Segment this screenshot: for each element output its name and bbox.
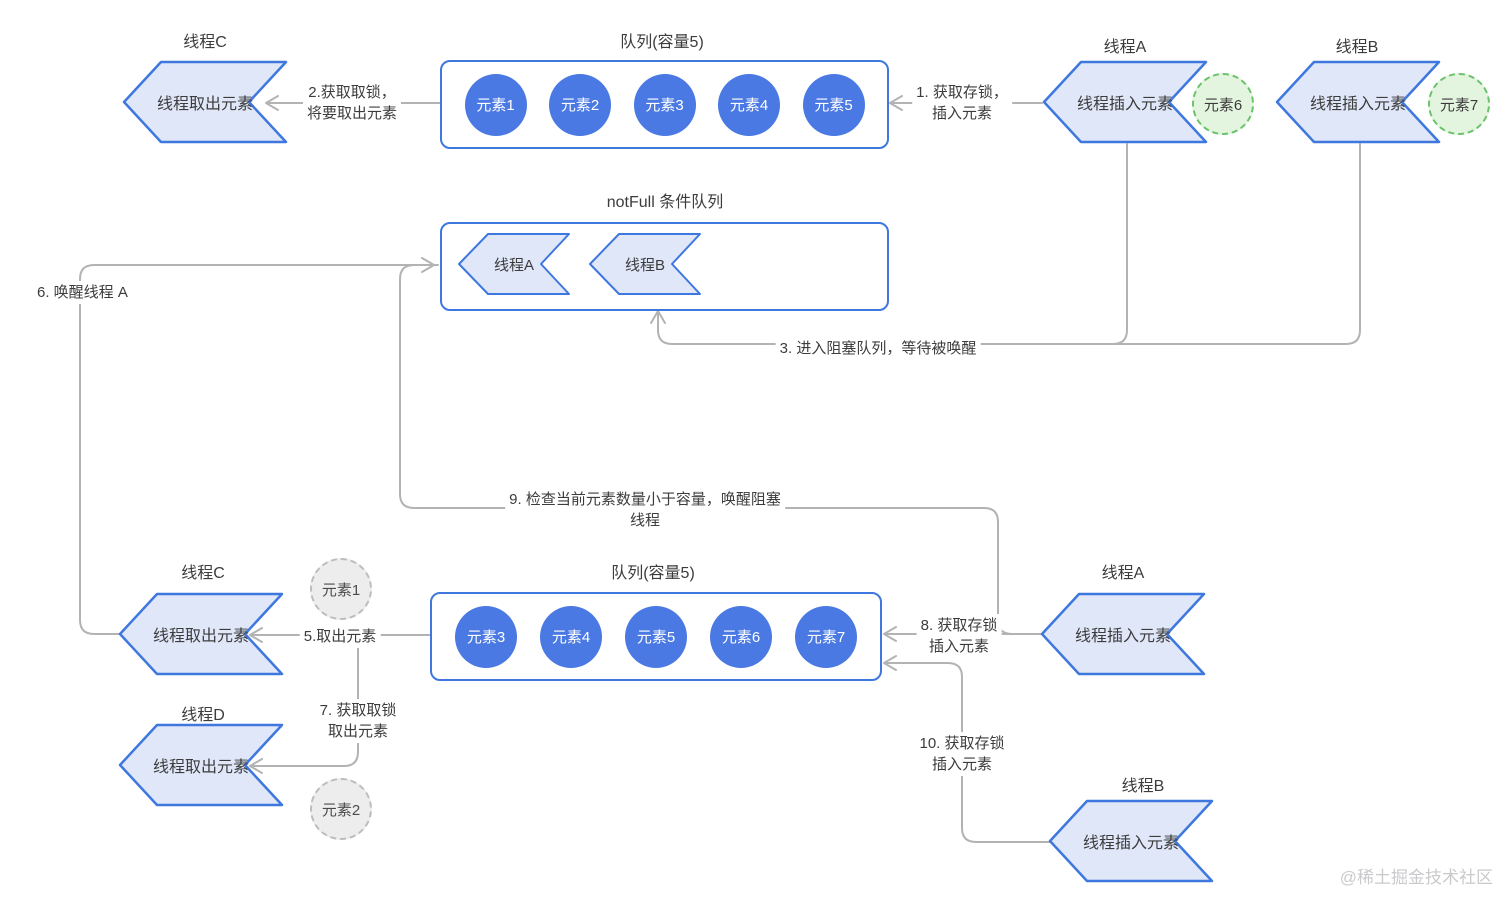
bottom-thread-c-label: 线程取出元素 bbox=[152, 628, 249, 645]
connector-step-6 bbox=[79, 264, 431, 635]
bottom-thread-c-shape: 线程取出元素 bbox=[118, 592, 284, 676]
top-thread-c-label: 线程取出元素 bbox=[156, 96, 253, 113]
watermark: @稀土掘金技术社区 bbox=[1339, 868, 1493, 887]
step-6-note: 6. 唤醒线程 A bbox=[33, 281, 132, 304]
pending-element-6: 元素6 bbox=[1192, 73, 1254, 135]
chevron-left-shape bbox=[458, 233, 570, 295]
chevron-left-shape bbox=[1048, 799, 1214, 883]
chevron-left-shape bbox=[122, 60, 288, 144]
queue-element: 元素5 bbox=[802, 73, 865, 136]
top-thread-c-title: 线程C bbox=[183, 34, 227, 51]
step-7-note: 7. 获取取锁 取出元素 bbox=[315, 699, 401, 743]
step-3-note: 3. 进入阻塞队列，等待被唤醒 bbox=[775, 337, 981, 360]
chevron-left-shape bbox=[118, 592, 284, 676]
queue-element: 元素5 bbox=[625, 605, 687, 668]
chevron-left-shape bbox=[1042, 60, 1208, 144]
queue-element: 元素7 bbox=[795, 605, 857, 668]
bottom-queue-box: 元素3 元素4 元素5 元素6 元素7 bbox=[430, 592, 882, 681]
queue-element: 元素3 bbox=[455, 605, 517, 668]
step-2-note: 2.获取取锁， 将要取出元素 bbox=[302, 81, 402, 125]
thread-d-shape: 线程取出元素 bbox=[118, 723, 284, 807]
queue-element: 元素1 bbox=[464, 73, 527, 136]
step-8-note: 8. 获取存锁 插入元素 bbox=[916, 614, 1002, 658]
chevron-left-shape bbox=[1040, 592, 1206, 676]
bottom-queue-title: 队列(容量5) bbox=[611, 565, 695, 582]
thread-d-label: 线程取出元素 bbox=[152, 759, 249, 776]
removed-element-1: 元素1 bbox=[310, 558, 372, 620]
top-thread-c-shape: 线程取出元素 bbox=[122, 60, 288, 144]
queue-element: 元素4 bbox=[718, 73, 780, 136]
notfull-thread-b-shape: 线程B bbox=[588, 232, 702, 296]
arrowhead-step-8 bbox=[883, 626, 897, 642]
top-thread-b-title: 线程B bbox=[1335, 39, 1379, 56]
step-1-note: 1. 获取存锁， 插入元素 bbox=[912, 81, 1012, 125]
top-thread-a-shape: 线程插入元素 bbox=[1042, 60, 1208, 144]
top-thread-a-title: 线程A bbox=[1103, 39, 1147, 56]
bottom-thread-a-label: 线程插入元素 bbox=[1074, 628, 1171, 645]
arrowhead-step-3 bbox=[650, 310, 666, 324]
step-9-note: 9. 检查当前元素数量小于容量，唤醒阻塞 线程 bbox=[505, 488, 785, 532]
queue-element: 元素2 bbox=[549, 73, 611, 136]
bottom-thread-b-shape: 线程插入元素 bbox=[1048, 799, 1214, 883]
notfull-thread-a-label: 线程A bbox=[493, 256, 534, 274]
bottom-thread-a-shape: 线程插入元素 bbox=[1040, 592, 1206, 676]
top-thread-a-label: 线程插入元素 bbox=[1076, 96, 1173, 113]
top-queue-title: 队列(容量5) bbox=[620, 34, 704, 51]
step-5-note: 5.取出元素 bbox=[299, 625, 381, 648]
bottom-thread-a-title: 线程A bbox=[1101, 565, 1145, 582]
connector-step-9 bbox=[399, 264, 1043, 635]
arrowhead-step-10 bbox=[883, 655, 897, 671]
notfull-title: notFull 条件队列 bbox=[606, 194, 724, 211]
arrowhead-step-5 bbox=[249, 627, 263, 643]
queue-element: 元素3 bbox=[633, 73, 696, 136]
bottom-thread-c-title: 线程C bbox=[181, 565, 225, 582]
chevron-left-shape bbox=[1275, 60, 1441, 144]
connector-step-3-b bbox=[657, 143, 1361, 345]
chevron-left-shape bbox=[118, 723, 284, 807]
thread-d-title: 线程D bbox=[181, 707, 225, 724]
queue-element: 元素4 bbox=[540, 605, 602, 668]
connector-step-3-a bbox=[1112, 143, 1128, 345]
bottom-thread-b-label: 线程插入元素 bbox=[1082, 835, 1179, 852]
notfull-thread-a-shape: 线程A bbox=[457, 232, 571, 296]
arrowhead-step-1 bbox=[889, 95, 903, 111]
pending-element-7: 元素7 bbox=[1428, 73, 1490, 135]
chevron-left-shape bbox=[589, 233, 701, 295]
queue-element: 元素6 bbox=[710, 605, 772, 668]
step-10-note: 10. 获取存锁 插入元素 bbox=[915, 732, 1009, 776]
removed-element-2: 元素2 bbox=[310, 778, 372, 840]
arrowhead-step-2 bbox=[265, 95, 279, 111]
bottom-thread-b-title: 线程B bbox=[1121, 778, 1165, 795]
top-thread-b-shape: 线程插入元素 bbox=[1275, 60, 1441, 144]
notfull-thread-b-label: 线程B bbox=[624, 256, 665, 274]
top-queue-box: 元素1 元素2 元素3 元素4 元素5 bbox=[440, 60, 889, 149]
top-thread-b-label: 线程插入元素 bbox=[1309, 96, 1406, 113]
arrowhead-step-7 bbox=[249, 758, 263, 774]
